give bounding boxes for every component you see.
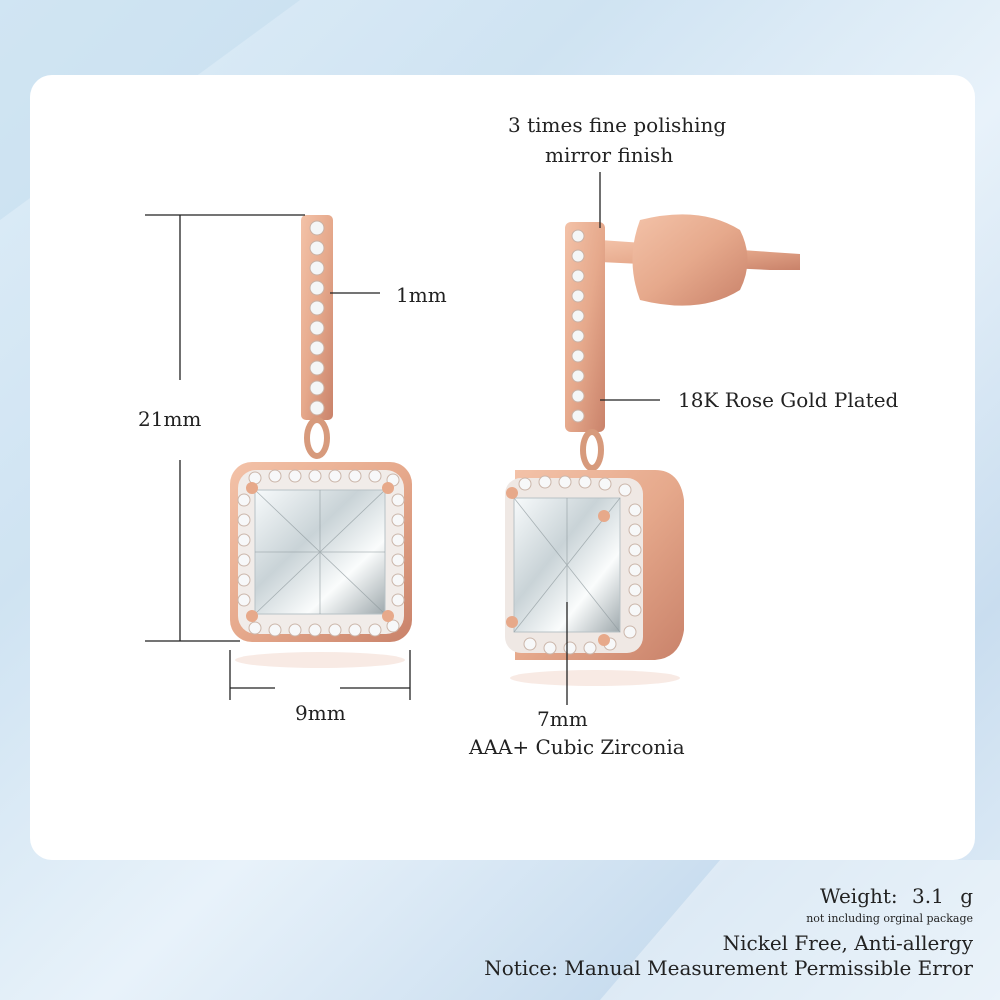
weight-value: 3.1: [912, 884, 944, 908]
earring-jump-ring: [304, 417, 330, 459]
bar-pave-stones: [571, 229, 585, 423]
polishing-label: 3 times fine polishing: [508, 113, 727, 137]
stone-prongs: [246, 482, 394, 622]
weight-note: not including orginal package: [806, 912, 973, 925]
reflection: [235, 652, 405, 668]
dimension-lines: [145, 172, 660, 705]
earring-bar: [301, 215, 333, 420]
weight-label: Weight:: [820, 884, 898, 908]
left-earring-front: [230, 215, 412, 668]
earring-jump-ring: [580, 429, 604, 471]
notice-line: Notice: Manual Measurement Permissible E…: [484, 956, 973, 980]
weight-line: Weight: 3.1 g: [820, 884, 973, 908]
earring-bar: [565, 222, 605, 432]
product-card: [30, 75, 975, 860]
stone-prongs: [506, 487, 610, 646]
weight-unit: g: [960, 884, 973, 908]
bar-pave-stones: [309, 220, 325, 416]
plating-label: 18K Rose Gold Plated: [678, 388, 899, 412]
bar-width-label: 1mm: [396, 283, 447, 307]
halo-stones: [237, 469, 405, 637]
stone-size-label: 7mm: [537, 707, 588, 731]
halo-stones: [518, 475, 642, 655]
reflection: [510, 670, 680, 686]
earring-back-butterfly: [632, 214, 748, 306]
frame-width-label: 9mm: [295, 701, 346, 725]
stone-type-label: AAA+ Cubic Zirconia: [469, 735, 685, 759]
total-length-label: 21mm: [138, 407, 202, 431]
right-earring-side: [505, 214, 800, 686]
mirror-finish-label: mirror finish: [545, 143, 674, 167]
feature-line: Nickel Free, Anti-allergy: [722, 931, 973, 955]
